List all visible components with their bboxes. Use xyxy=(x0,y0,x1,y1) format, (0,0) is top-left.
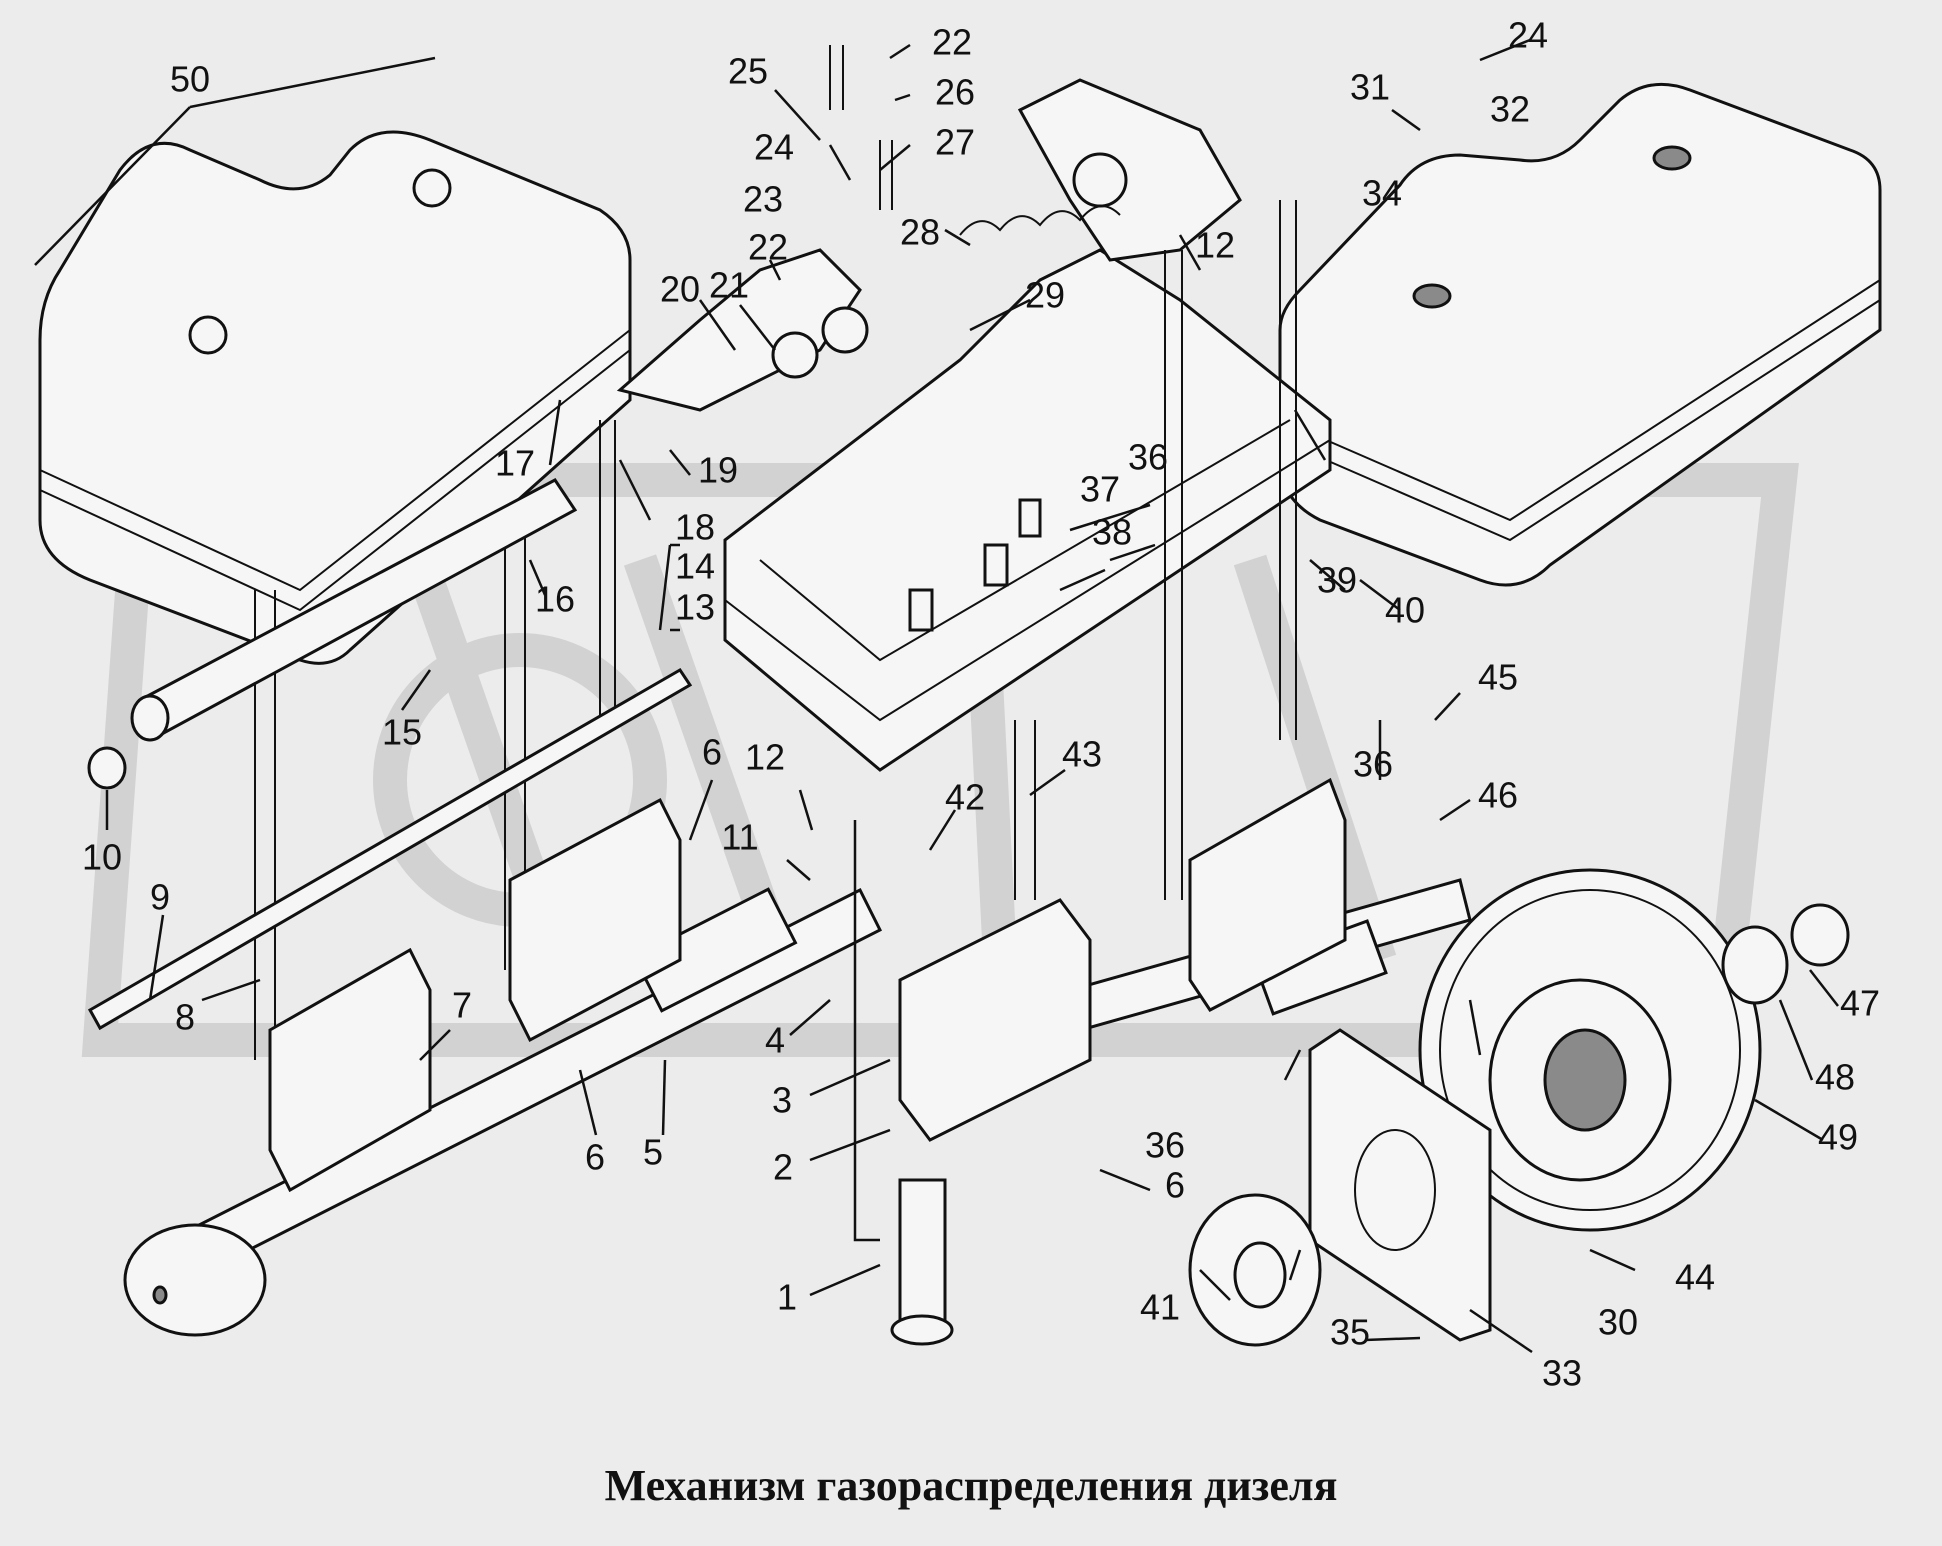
rocker-housing xyxy=(723,248,1332,772)
valve-cover-right xyxy=(1278,82,1882,587)
label-36-a: 36 xyxy=(1128,437,1168,478)
label-15: 15 xyxy=(382,712,422,753)
rocker-arms xyxy=(616,45,1242,412)
label-49: 49 xyxy=(1818,1117,1858,1158)
label-3: 3 xyxy=(772,1080,792,1121)
label-9: 9 xyxy=(150,877,170,918)
label-6-a: 6 xyxy=(702,732,722,773)
label-4: 4 xyxy=(765,1020,785,1061)
thrust-washer xyxy=(1188,1193,1322,1347)
label-41: 41 xyxy=(1140,1287,1180,1328)
label-7: 7 xyxy=(452,985,472,1026)
label-23: 23 xyxy=(743,179,783,220)
label-38: 38 xyxy=(1092,512,1132,553)
timing-gear xyxy=(1418,868,1762,1232)
flange-plate-hole xyxy=(1354,1129,1436,1251)
label-50: 50 xyxy=(170,59,210,100)
label-24-a: 24 xyxy=(754,127,794,168)
label-42: 42 xyxy=(945,777,985,818)
label-2: 2 xyxy=(773,1147,793,1188)
label-26: 26 xyxy=(935,72,975,113)
tappet xyxy=(890,1178,954,1346)
gear-nut-washer xyxy=(1721,903,1850,1005)
diagram-title: Механизм газораспределения дизеля xyxy=(604,1461,1338,1510)
label-29: 29 xyxy=(1025,275,1065,316)
label-27: 27 xyxy=(935,122,975,163)
label-12-b: 12 xyxy=(1195,225,1235,266)
label-36-c: 36 xyxy=(1145,1125,1185,1166)
label-28: 28 xyxy=(900,212,940,253)
label-32: 32 xyxy=(1490,89,1530,130)
thin-rod xyxy=(87,667,693,1031)
parts-drawing xyxy=(38,45,1882,1347)
label-20: 20 xyxy=(660,269,700,310)
label-22-b: 22 xyxy=(932,22,972,63)
label-1: 1 xyxy=(777,1277,797,1318)
label-22-a: 22 xyxy=(748,227,788,268)
callout-labels: 1 2 3 4 5 6 6 6 7 8 9 10 11 12 12 13 14 … xyxy=(82,15,1880,1394)
label-6-c: 6 xyxy=(1165,1165,1185,1206)
label-36-b: 36 xyxy=(1353,744,1393,785)
label-18: 18 xyxy=(675,507,715,548)
label-37: 37 xyxy=(1080,469,1120,510)
label-44: 44 xyxy=(1675,1257,1715,1298)
label-30: 30 xyxy=(1598,1302,1638,1343)
label-13: 13 xyxy=(675,587,715,628)
label-31: 31 xyxy=(1350,67,1390,108)
label-6-b: 6 xyxy=(585,1137,605,1178)
label-17: 17 xyxy=(495,443,535,484)
label-16: 16 xyxy=(535,579,575,620)
label-47: 47 xyxy=(1840,983,1880,1024)
label-45: 45 xyxy=(1478,657,1518,698)
small-nut xyxy=(87,746,127,790)
tappet-plates xyxy=(268,777,1347,1193)
label-19: 19 xyxy=(698,450,738,491)
label-35: 35 xyxy=(1330,1312,1370,1353)
label-43: 43 xyxy=(1062,734,1102,775)
label-12-a: 12 xyxy=(745,737,785,778)
label-21: 21 xyxy=(709,265,749,306)
rocker-shaft xyxy=(130,478,578,742)
label-14: 14 xyxy=(675,546,715,587)
label-8: 8 xyxy=(175,997,195,1038)
label-24-b: 24 xyxy=(1508,15,1548,56)
label-39: 39 xyxy=(1317,560,1357,601)
label-5: 5 xyxy=(643,1132,663,1173)
label-46: 46 xyxy=(1478,775,1518,816)
label-33: 33 xyxy=(1542,1353,1582,1394)
label-25: 25 xyxy=(728,51,768,92)
label-10: 10 xyxy=(82,837,122,878)
label-11: 11 xyxy=(721,817,758,858)
leader-lines xyxy=(34,38,1839,1354)
label-34: 34 xyxy=(1362,173,1402,214)
label-48: 48 xyxy=(1815,1057,1855,1098)
label-40: 40 xyxy=(1385,590,1425,631)
